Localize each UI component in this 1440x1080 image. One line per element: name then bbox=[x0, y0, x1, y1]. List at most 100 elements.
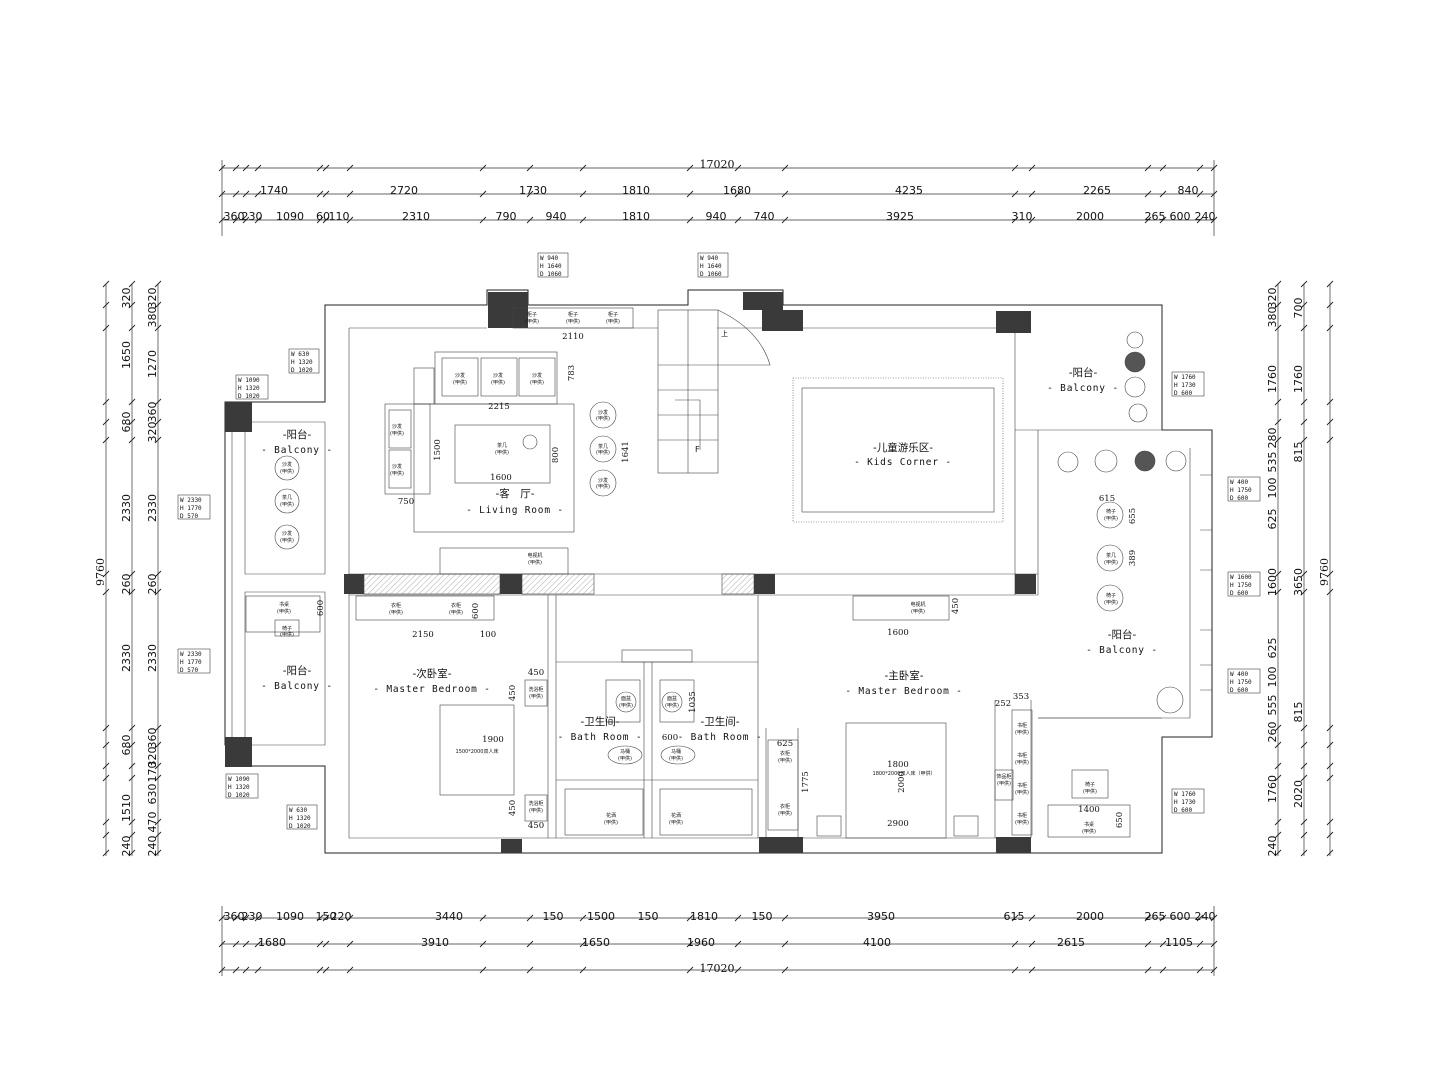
jia-label: (甲供) bbox=[390, 430, 404, 437]
jia-label: (甲供) bbox=[669, 819, 683, 826]
dim-label: 100 bbox=[1266, 478, 1279, 499]
jia-label: (甲供) bbox=[525, 318, 539, 325]
spec-box: W 400 H 1750 D 600 bbox=[1227, 476, 1261, 502]
spec-w: W 400 bbox=[1230, 671, 1248, 678]
dimension-tick bbox=[1300, 774, 1308, 782]
dimension-tick bbox=[1326, 418, 1334, 426]
plant-icon bbox=[1124, 351, 1146, 373]
inner-dim: 655 bbox=[1128, 508, 1138, 524]
bathcab-label: 洗浴柜 bbox=[528, 686, 543, 693]
dimension-tick bbox=[1011, 914, 1019, 922]
toilet-label: 马桶 bbox=[620, 748, 630, 755]
dimension-tick bbox=[1300, 324, 1308, 332]
dimension-tick bbox=[1326, 741, 1334, 749]
jia-label: (甲供) bbox=[619, 702, 633, 709]
dimension-tick bbox=[1300, 831, 1308, 839]
column bbox=[225, 737, 252, 767]
dimension-tick bbox=[232, 164, 240, 172]
dim-label: 60 bbox=[316, 210, 330, 223]
inner-dim: 2000 bbox=[897, 771, 907, 793]
dim-label: 600 bbox=[1170, 210, 1191, 223]
dimension-tick bbox=[232, 914, 240, 922]
spec-d: D 1020 bbox=[291, 367, 313, 374]
wardrobe-label: 衣柜 bbox=[391, 602, 401, 609]
room-label-master-bed-en: - Master Bedroom - bbox=[845, 686, 962, 697]
column bbox=[759, 837, 803, 853]
dimension-tick bbox=[1028, 164, 1036, 172]
dimension-tick bbox=[1210, 914, 1218, 922]
dimension-tick bbox=[1300, 280, 1308, 288]
hatched-walls bbox=[363, 573, 755, 595]
spec-w: W 940 bbox=[540, 255, 558, 262]
dimension-tick bbox=[579, 216, 587, 224]
spec-w: W 940 bbox=[700, 255, 718, 262]
spec-d: D 600 bbox=[1174, 807, 1192, 814]
desk-label: 书桌 bbox=[279, 601, 289, 608]
dimension-tick bbox=[154, 324, 162, 332]
dimension-tick bbox=[1210, 940, 1218, 948]
dim-right-inner: 320 380 1760 280 535 100 625 1600 625 10… bbox=[1266, 288, 1279, 857]
dim-label: 680 bbox=[120, 412, 133, 433]
jia-label: (甲供) bbox=[280, 468, 294, 475]
dimension-tick bbox=[102, 301, 110, 309]
dim-label: 2000 bbox=[1076, 910, 1104, 923]
master-bedroom-labels: 电视机 (甲供) 1800*2000双人床（甲供） 衣柜 (甲供) 衣柜 (甲供… bbox=[778, 601, 1097, 835]
dim-label: 1680 bbox=[258, 936, 286, 949]
inner-dim: 450 bbox=[951, 598, 961, 614]
dimension-tick bbox=[1274, 762, 1282, 770]
dimension-tick bbox=[479, 164, 487, 172]
dimension-tick bbox=[1274, 436, 1282, 444]
dimension-tick bbox=[322, 966, 330, 974]
dim-label: 3910 bbox=[421, 936, 449, 949]
room-label-balcony-w1-en: - Balcony - bbox=[261, 445, 333, 456]
room-label-kids-en: - Kids Corner - bbox=[854, 457, 952, 468]
dimension-tick bbox=[242, 940, 250, 948]
room-label-balcony-e-en: - Balcony - bbox=[1086, 645, 1158, 656]
dimension-tick bbox=[1196, 966, 1204, 974]
dim-label: 230 bbox=[242, 210, 263, 223]
dim-label: 1810 bbox=[690, 910, 718, 923]
dimension-tick bbox=[154, 588, 162, 596]
dimension-tick bbox=[316, 914, 324, 922]
dimension-tick bbox=[1159, 914, 1167, 922]
dimension-tick bbox=[1300, 418, 1308, 426]
dimension-tick bbox=[1300, 436, 1308, 444]
jia-label: (甲供) bbox=[1015, 819, 1029, 826]
dimension-tick bbox=[154, 301, 162, 309]
wardrobe-label: 衣柜 bbox=[780, 750, 790, 757]
dimension-tick bbox=[128, 724, 136, 732]
dimension-tick bbox=[232, 940, 240, 948]
dimension-tick bbox=[254, 966, 262, 974]
dimension-tick bbox=[128, 418, 136, 426]
dim-top-row1: 1740 2720 1730 1810 1680 4235 2265 840 bbox=[260, 184, 1199, 197]
dimension-tick bbox=[102, 570, 110, 578]
dim-label: 1510 bbox=[120, 794, 133, 822]
dim-label: 360 bbox=[146, 402, 159, 423]
dimension-tick bbox=[1300, 588, 1308, 596]
dimension-tick bbox=[346, 940, 354, 948]
spec-box: W 1760 H 1730 D 600 bbox=[1171, 788, 1205, 814]
dimension-tick bbox=[686, 966, 694, 974]
left-dimension-lines bbox=[105, 284, 159, 856]
dim-label: 265 bbox=[1145, 210, 1166, 223]
dim-left-inner: 320 380 1270 360 320 2330 260 2330 360 3… bbox=[146, 288, 159, 857]
spec-w: W 1600 bbox=[1230, 574, 1252, 581]
dimension-tick bbox=[526, 966, 534, 974]
dimension-tick bbox=[734, 914, 742, 922]
dim-label: 240 bbox=[1195, 910, 1216, 923]
dimension-tick bbox=[579, 966, 587, 974]
dimension-tick bbox=[102, 818, 110, 826]
bottom-dimension-lines bbox=[221, 906, 1215, 976]
dimension-tick bbox=[1159, 216, 1167, 224]
room-label-balcony-ne-en: - Balcony - bbox=[1047, 383, 1119, 394]
dim-label: 360 bbox=[224, 210, 245, 223]
dim-label: 630 bbox=[146, 784, 159, 805]
dim-label: 9760 bbox=[1318, 558, 1331, 586]
dimension-tick bbox=[734, 966, 742, 974]
dimension-tick bbox=[322, 914, 330, 922]
spec-h: H 1320 bbox=[228, 784, 250, 791]
plant-icon bbox=[1057, 451, 1079, 473]
dimension-tick bbox=[254, 190, 262, 198]
spec-d: D 1060 bbox=[700, 271, 722, 278]
